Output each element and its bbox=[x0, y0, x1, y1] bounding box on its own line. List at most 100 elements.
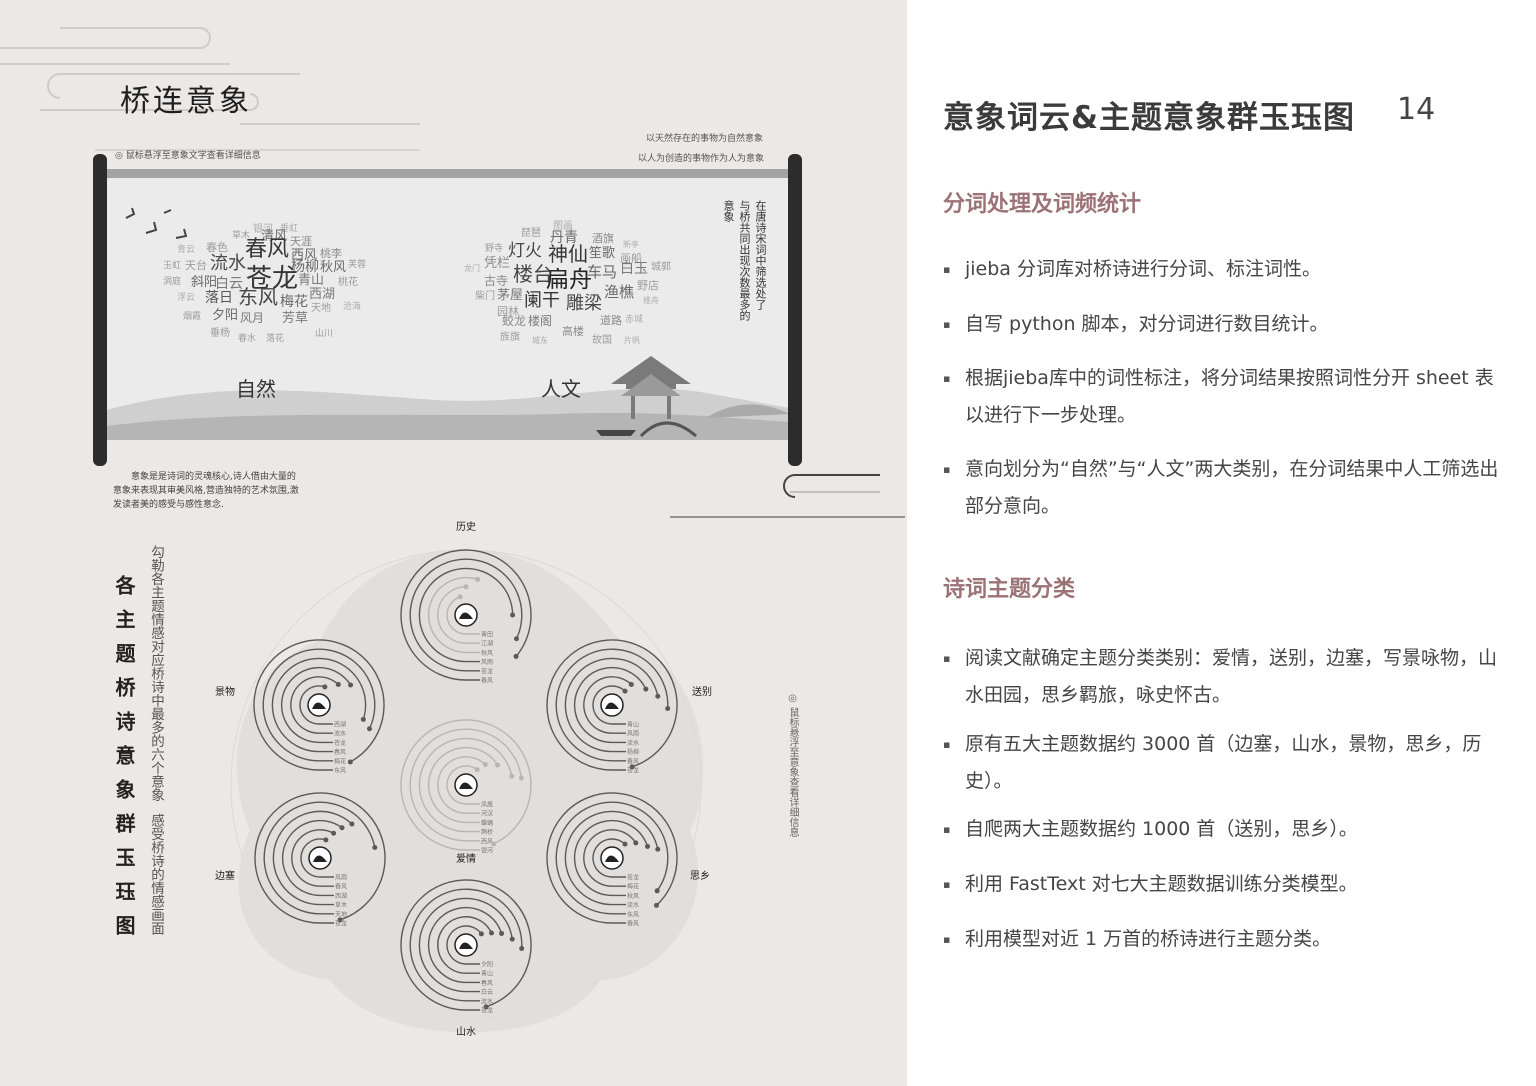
arc-bar[interactable] bbox=[299, 685, 333, 725]
arc-bar[interactable] bbox=[437, 586, 480, 644]
cloud-word-human[interactable]: 灯火 bbox=[508, 241, 542, 262]
arc-end-dot[interactable] bbox=[509, 773, 515, 779]
arc-bar[interactable] bbox=[409, 728, 523, 842]
arc-end-dot[interactable] bbox=[348, 682, 354, 688]
arc-end-dot[interactable] bbox=[653, 902, 659, 908]
arc-bar[interactable] bbox=[546, 639, 678, 771]
arc-bar[interactable] bbox=[409, 558, 523, 672]
cloud-word-human[interactable]: 城东 bbox=[532, 335, 548, 345]
arc-bar[interactable] bbox=[253, 639, 385, 771]
arc-bar[interactable] bbox=[409, 888, 523, 1002]
cloud-word-human[interactable]: 赤城 bbox=[625, 315, 644, 326]
arc-end-dot[interactable] bbox=[509, 936, 515, 942]
cloud-word-nature[interactable]: 芙蓉 bbox=[348, 260, 367, 271]
cloud-word-nature[interactable]: 草木 bbox=[232, 231, 251, 242]
arc-bar[interactable] bbox=[427, 746, 499, 824]
arc-bar[interactable] bbox=[427, 576, 480, 654]
cloud-word-human[interactable]: 新亭 bbox=[623, 239, 639, 249]
arc-end-dot[interactable] bbox=[482, 761, 488, 767]
arc-bar[interactable] bbox=[437, 916, 493, 974]
cloud-word-human[interactable]: 柴门 bbox=[475, 291, 495, 302]
arc-end-dot[interactable] bbox=[622, 841, 628, 847]
arc-end-dot[interactable] bbox=[483, 1004, 489, 1010]
arc-end-dot[interactable] bbox=[519, 946, 525, 952]
arc-bar[interactable] bbox=[427, 906, 503, 984]
arc-end-dot[interactable] bbox=[499, 930, 505, 936]
arc-bar[interactable] bbox=[573, 666, 647, 744]
cloud-word-nature[interactable]: 春风 bbox=[245, 237, 290, 263]
cloud-word-nature[interactable]: 垂虹 bbox=[280, 224, 299, 235]
cloud-word-human[interactable]: 城郭 bbox=[651, 262, 671, 273]
arc-bar[interactable] bbox=[418, 737, 513, 833]
cloud-word-human[interactable]: 道路 bbox=[600, 313, 622, 327]
arc-end-dot[interactable] bbox=[349, 821, 355, 827]
arc-end-dot[interactable] bbox=[629, 764, 635, 770]
arc-bar[interactable] bbox=[272, 810, 353, 906]
arc-bar[interactable] bbox=[400, 879, 532, 1011]
cloud-word-nature[interactable]: 春色 bbox=[206, 240, 228, 254]
arc-bar[interactable] bbox=[446, 596, 480, 635]
arc-end-dot[interactable] bbox=[622, 688, 628, 694]
arc-bar[interactable] bbox=[400, 719, 532, 851]
arc-end-dot[interactable] bbox=[335, 681, 341, 687]
arc-bar[interactable] bbox=[446, 765, 480, 805]
arc-bar[interactable] bbox=[262, 648, 376, 762]
cloud-word-nature[interactable]: 浮云 bbox=[177, 293, 196, 304]
arc-bar[interactable] bbox=[418, 567, 514, 663]
arc-end-dot[interactable] bbox=[322, 684, 328, 690]
cloud-word-human[interactable]: 渔樵 bbox=[604, 283, 635, 301]
cloud-word-nature[interactable]: 天涯 bbox=[290, 234, 312, 248]
cloud-word-human[interactable]: 扁舟 bbox=[546, 266, 592, 293]
arc-end-dot[interactable] bbox=[633, 840, 639, 846]
arc-bar[interactable] bbox=[446, 925, 482, 965]
cloud-word-nature[interactable]: 沧海 bbox=[343, 302, 362, 313]
cloud-word-human[interactable]: 园林 bbox=[497, 304, 519, 318]
cloud-word-human[interactable]: 丹青 bbox=[550, 230, 578, 247]
arc-bar[interactable] bbox=[555, 648, 669, 762]
arc-end-dot[interactable] bbox=[366, 726, 372, 732]
arc-end-dot[interactable] bbox=[665, 706, 671, 712]
arc-bar[interactable] bbox=[271, 657, 367, 753]
cloud-word-nature[interactable]: 青云 bbox=[177, 245, 196, 256]
cloud-word-nature[interactable]: 银河 bbox=[253, 224, 273, 235]
cloud-word-nature[interactable]: 东风 bbox=[238, 285, 278, 309]
cloud-word-nature[interactable]: 洞庭 bbox=[163, 277, 182, 288]
cloud-word-human[interactable]: 片帆 bbox=[624, 335, 640, 345]
cloud-word-human[interactable]: 琵琶 bbox=[521, 228, 541, 239]
arc-end-dot[interactable] bbox=[655, 693, 661, 699]
cloud-word-nature[interactable]: 梅花 bbox=[280, 294, 308, 311]
cloud-word-nature[interactable]: 桃花 bbox=[338, 277, 358, 288]
arc-end-dot[interactable] bbox=[457, 594, 463, 600]
arc-bar[interactable] bbox=[583, 829, 637, 887]
arc-bar[interactable] bbox=[573, 819, 649, 897]
cloud-word-nature[interactable]: 烟霞 bbox=[183, 312, 202, 323]
cloud-word-nature[interactable]: 落日 bbox=[205, 290, 233, 307]
cloud-word-nature[interactable]: 风月 bbox=[240, 311, 265, 326]
arc-end-dot[interactable] bbox=[654, 888, 660, 894]
arc-bar[interactable] bbox=[281, 819, 343, 897]
cloud-word-human[interactable]: 酒旗 bbox=[592, 231, 614, 245]
cloud-word-nature[interactable]: 杨柳 bbox=[291, 259, 319, 276]
arc-bar[interactable] bbox=[254, 792, 386, 924]
cloud-word-human[interactable]: 蛟龙 bbox=[502, 314, 527, 329]
arc-end-dot[interactable] bbox=[655, 846, 661, 852]
cloud-word-human[interactable]: 阑干 bbox=[524, 289, 560, 311]
arc-end-dot[interactable] bbox=[478, 931, 484, 937]
cloud-word-human[interactable]: 图画 bbox=[553, 221, 573, 232]
arc-bar[interactable] bbox=[300, 838, 334, 878]
arc-end-dot[interactable] bbox=[495, 762, 501, 768]
arc-bar[interactable] bbox=[564, 810, 659, 906]
cloud-word-human[interactable]: 茅屋 bbox=[497, 287, 524, 303]
cloud-word-human[interactable]: 神仙 bbox=[548, 242, 588, 266]
arc-bar[interactable] bbox=[263, 801, 376, 915]
arc-end-dot[interactable] bbox=[513, 653, 519, 659]
arc-bar[interactable] bbox=[555, 801, 669, 915]
cloud-word-nature[interactable]: 秋风 bbox=[320, 259, 347, 275]
arc-end-dot[interactable] bbox=[645, 843, 651, 849]
arc-end-dot[interactable] bbox=[463, 584, 469, 590]
arc-end-dot[interactable] bbox=[331, 830, 337, 836]
cloud-word-nature[interactable]: 夕阳 bbox=[212, 307, 239, 323]
arc-bar[interactable] bbox=[290, 676, 339, 734]
cloud-word-human[interactable]: 野寺 bbox=[485, 244, 504, 255]
cloud-word-nature[interactable]: 流水 bbox=[210, 252, 246, 274]
